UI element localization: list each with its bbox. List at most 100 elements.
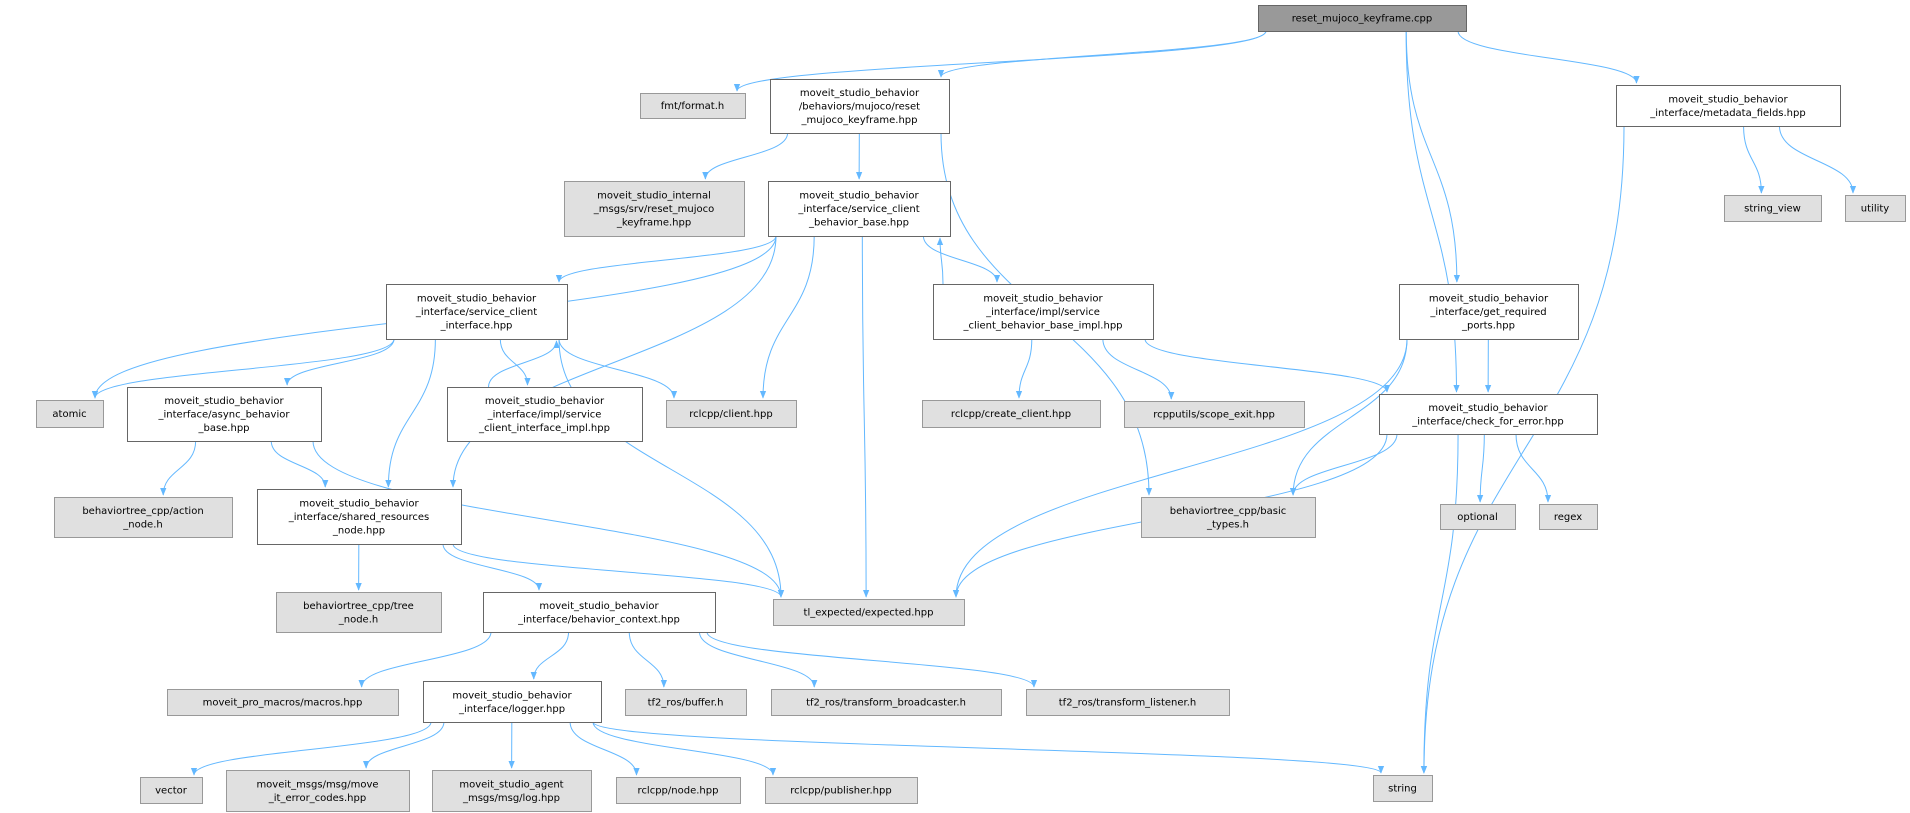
edge-scbb-to-rclcpp-client: [759, 235, 815, 399]
edge-behavior-ctx-to-logger: [530, 631, 570, 680]
node-label-line: moveit_studio_behavior: [452, 690, 572, 701]
node-atomic[interactable]: atomic: [36, 400, 104, 428]
node-utility[interactable]: utility: [1845, 195, 1906, 222]
node-label-line: rclcpp/publisher.hpp: [790, 786, 891, 797]
edge-shared-res-to-behavior-ctx: [442, 543, 543, 591]
node-agent-log[interactable]: moveit_studio_agent_msgs/msg/log.hpp: [432, 770, 592, 812]
edge-sci-to-async: [283, 338, 395, 386]
node-label-line: regex: [1554, 512, 1582, 523]
edge-get-ports-to-tl-expected: [952, 338, 1408, 598]
node-string-view[interactable]: string_view: [1724, 195, 1822, 222]
edge-get-ports-to-basic-types: [1289, 338, 1408, 496]
edge-check-error-to-basic-types: [1289, 433, 1398, 496]
node-label-line: moveit_studio_behavior: [1429, 294, 1549, 305]
edge-scbb-to-sci: [555, 235, 777, 283]
node-create-client[interactable]: rclcpp/create_client.hpp: [922, 400, 1101, 428]
edge-scbb-to-tl-expected: [861, 235, 870, 598]
node-label-line: moveit_studio_behavior: [299, 499, 419, 510]
edge-metadata-to-string: [1420, 125, 1625, 774]
node-async[interactable]: moveit_studio_behavior_interface/async_b…: [127, 387, 322, 442]
edge-logger-to-vector: [190, 721, 432, 776]
node-internal-msgs[interactable]: moveit_studio_internal_msgs/srv/reset_mu…: [564, 181, 745, 237]
node-label-line: vector: [155, 786, 188, 797]
node-label-line: moveit_studio_behavior: [417, 294, 537, 305]
edge-behavior-ctx-to-tf2-broadcaster: [698, 631, 818, 688]
node-publisher[interactable]: rclcpp/publisher.hpp: [765, 777, 918, 804]
node-label-line: moveit_studio_behavior: [485, 396, 605, 407]
node-label-line: _interface/behavior_context.hpp: [517, 614, 680, 625]
edge-behavior-ctx-to-tf2-listener: [706, 631, 1038, 688]
node-shared-res[interactable]: moveit_studio_behavior _interface/shared_…: [257, 489, 462, 545]
node-action-node[interactable]: behaviortree_cpp/action_node.h: [54, 497, 233, 538]
node-label-line: _ports.hpp: [1461, 321, 1515, 332]
node-reset-hpp[interactable]: moveit_studio_behavior/behaviors/mujoco/…: [770, 79, 950, 134]
node-sci-impl[interactable]: moveit_studio_behavior_interface/impl/se…: [447, 387, 643, 442]
node-box: [257, 489, 462, 545]
node-tree-node[interactable]: behaviortree_cpp/tree_node.h: [276, 592, 442, 633]
node-label-line: _interface/service_client: [415, 307, 537, 318]
node-metadata[interactable]: moveit_studio_behavior_interface/metadat…: [1616, 85, 1841, 127]
node-box: [770, 79, 950, 134]
node-behavior-ctx[interactable]: moveit_studio_behavior_interface/behavio…: [483, 592, 716, 633]
node-box: [771, 689, 1002, 716]
edge-scbb-to-shared-res: [449, 235, 777, 488]
node-label-line: tf2_ros/transform_broadcaster.h: [806, 698, 966, 709]
node-label-line: behaviortree_cpp/basic: [1170, 506, 1287, 517]
node-fmt[interactable]: fmt/format.h: [640, 93, 746, 119]
edge-logger-to-rclcpp-node: [569, 721, 640, 776]
node-label-line: _interface/service_client: [797, 204, 919, 215]
edge-metadata-to-utility: [1778, 125, 1857, 194]
node-root[interactable]: reset_mujoco_keyframe.cpp: [1258, 5, 1467, 32]
node-vector[interactable]: vector: [140, 777, 203, 804]
node-box: [127, 387, 322, 442]
node-box: [1026, 689, 1230, 716]
node-label-line: tl_expected/expected.hpp: [804, 608, 934, 619]
node-box: [1845, 195, 1906, 222]
node-label-line: moveit_studio_behavior: [164, 396, 284, 407]
node-tf2-buffer[interactable]: tf2_ros/buffer.h: [625, 689, 747, 716]
node-label-line: rclcpp/node.hpp: [638, 786, 719, 797]
node-check-error[interactable]: moveit_studio_behavior_interface/check_f…: [1379, 394, 1598, 435]
node-optional[interactable]: optional: [1440, 504, 1516, 530]
edge-logger-to-publisher: [592, 721, 777, 776]
node-box: [1539, 504, 1598, 530]
node-logger[interactable]: moveit_studio_behavior_interface/logger.…: [423, 681, 602, 723]
node-rclcpp-client[interactable]: rclcpp/client.hpp: [666, 400, 797, 428]
node-regex[interactable]: regex: [1539, 504, 1598, 530]
node-rclcpp-node[interactable]: rclcpp/node.hpp: [616, 777, 741, 804]
node-label-line: _node.h: [122, 519, 162, 530]
node-get-ports[interactable]: moveit_studio_behavior_interface/get_req…: [1399, 284, 1579, 340]
node-scbb-impl[interactable]: moveit_studio_behavior_interface/impl/se…: [933, 284, 1154, 340]
node-label-line: _mujoco_keyframe.hpp: [801, 115, 918, 126]
edge-scbb-to-scbb-impl: [922, 235, 1001, 283]
node-label-line: moveit_msgs/msg/move: [256, 779, 378, 790]
node-scope-exit[interactable]: rcpputils/scope_exit.hpp: [1124, 401, 1305, 428]
node-label-line: moveit_studio_agent: [459, 779, 563, 790]
node-box: [922, 400, 1101, 428]
node-label-line: _types.h: [1206, 519, 1249, 530]
node-label-line: /behaviors/mujoco/reset: [799, 102, 920, 113]
edge-async-to-shared-res: [270, 440, 329, 488]
node-label-line: _client_behavior_base_impl.hpp: [962, 321, 1122, 332]
node-tf2-listener[interactable]: tf2_ros/transform_listener.h: [1026, 689, 1230, 716]
nodes-layer: reset_mujoco_keyframe.cpp fmt/format.h mov…: [36, 5, 1906, 812]
node-label-line: _interface/shared_resources: [288, 512, 430, 523]
node-string[interactable]: string: [1373, 775, 1433, 802]
node-tf2-broadcaster[interactable]: tf2_ros/transform_broadcaster.h: [771, 689, 1002, 716]
node-basic-types[interactable]: behaviortree_cpp/basic _types.h: [1141, 497, 1316, 538]
edge-logger-to-string: [592, 721, 1384, 774]
node-macros[interactable]: moveit_pro_macros/macros.hpp: [167, 689, 399, 716]
node-tl-expected[interactable]: tl_expected/expected.hpp: [773, 599, 965, 626]
node-box: [616, 777, 741, 804]
node-label-line: rclcpp/client.hpp: [689, 409, 772, 420]
node-label-line: rcpputils/scope_exit.hpp: [1153, 410, 1275, 421]
node-scbb[interactable]: moveit_studio_behavior_interface/service…: [768, 181, 951, 237]
node-label-line: moveit_studio_internal: [597, 191, 711, 202]
node-box: [483, 592, 716, 633]
node-sci[interactable]: moveit_studio_behavior _interface/service…: [386, 284, 568, 340]
node-label-line: utility: [1861, 204, 1890, 215]
edge-reset-hpp-to-internal-msgs: [702, 132, 789, 180]
node-box: [276, 592, 442, 633]
node-label-line: atomic: [52, 409, 86, 420]
node-error-codes[interactable]: moveit_msgs/msg/move_it_error_codes.hpp: [226, 770, 410, 812]
